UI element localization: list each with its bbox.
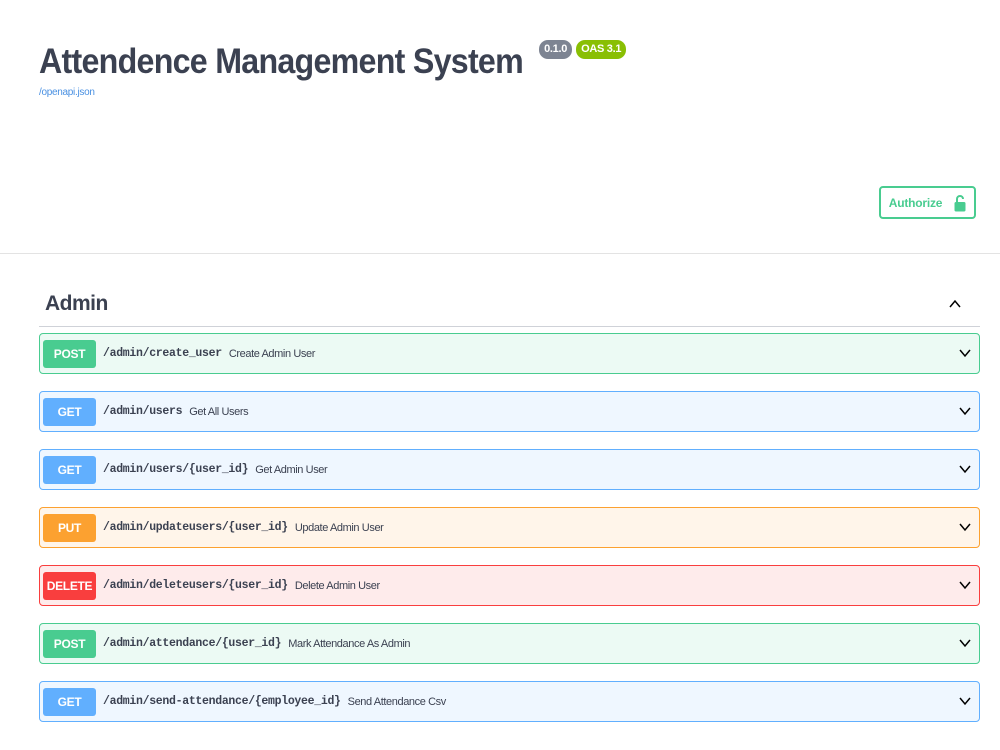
operation-summary: Send Attendance Csv (347, 695, 447, 708)
operation-delete-row[interactable]: DELETE/admin/deleteusers/{user_id} Delete… (39, 565, 980, 606)
operation-summary: Get Admin User (255, 463, 328, 476)
operation-get-row[interactable]: GET/admin/users/{user_id} Get Admin User (39, 449, 980, 490)
method-badge: GET (43, 687, 96, 716)
chevron-down-icon[interactable] (958, 694, 972, 708)
operation-path: /admin/create_user (103, 347, 222, 360)
operation-get-row[interactable]: GET/admin/users Get All Users (39, 391, 980, 432)
method-badge: PUT (43, 513, 96, 542)
chevron-down-icon[interactable] (958, 462, 972, 476)
chevron-down-icon[interactable] (958, 520, 972, 534)
version-badges: 0.1.0 OAS 3.1 (539, 40, 630, 59)
operation-path: /admin/send-attendance/{employee_id} (103, 695, 341, 708)
operation-path: /admin/attendance/{user_id} (103, 637, 282, 650)
chevron-down-icon[interactable] (958, 346, 972, 360)
tag-name: Admin (45, 292, 108, 315)
operation-summary: Get All Users (189, 405, 249, 418)
lock-icon (954, 194, 966, 211)
tag-section-admin[interactable]: Admin (39, 282, 980, 327)
api-info: Attendence Management System 0.1.0 OAS 3… (39, 38, 630, 98)
page-title: Attendence Management System (39, 42, 524, 81)
operation-post-row[interactable]: POST/admin/attendance/{user_id} Mark Atte… (39, 623, 980, 664)
chevron-up-icon[interactable] (948, 297, 962, 311)
operation-put-row[interactable]: PUT/admin/updateusers/{user_id} Update Ad… (39, 507, 980, 548)
version-badge: 0.1.0 (539, 40, 573, 59)
operation-get-row[interactable]: GET/admin/send-attendance/{employee_id} S… (39, 681, 980, 722)
oas-badge: OAS 3.1 (576, 40, 627, 59)
method-badge: POST (43, 629, 96, 658)
method-badge: GET (43, 397, 96, 426)
operation-path: /admin/users (103, 405, 183, 418)
header-divider (0, 253, 1000, 254)
operation-summary: Create Admin User (228, 347, 316, 360)
chevron-down-icon[interactable] (958, 578, 972, 592)
openapi-json-link[interactable]: /openapi.json (39, 87, 95, 98)
method-badge: DELETE (43, 571, 96, 600)
authorize-button[interactable]: Authorize (879, 186, 976, 219)
chevron-down-icon[interactable] (958, 636, 972, 650)
title-row: Attendence Management System 0.1.0 OAS 3… (39, 38, 630, 86)
operation-path: /admin/deleteusers/{user_id} (103, 579, 288, 592)
chevron-down-icon[interactable] (958, 404, 972, 418)
operation-post-row[interactable]: POST/admin/create_user Create Admin User (39, 333, 980, 374)
method-badge: POST (43, 339, 96, 368)
method-badge: GET (43, 455, 96, 484)
operation-summary: Mark Attendance As Admin (288, 637, 411, 650)
operation-path: /admin/updateusers/{user_id} (103, 521, 288, 534)
operation-path: /admin/users/{user_id} (103, 463, 249, 476)
operation-summary: Delete Admin User (294, 579, 380, 592)
operation-summary: Update Admin User (294, 521, 384, 534)
authorize-label: Authorize (888, 195, 943, 210)
